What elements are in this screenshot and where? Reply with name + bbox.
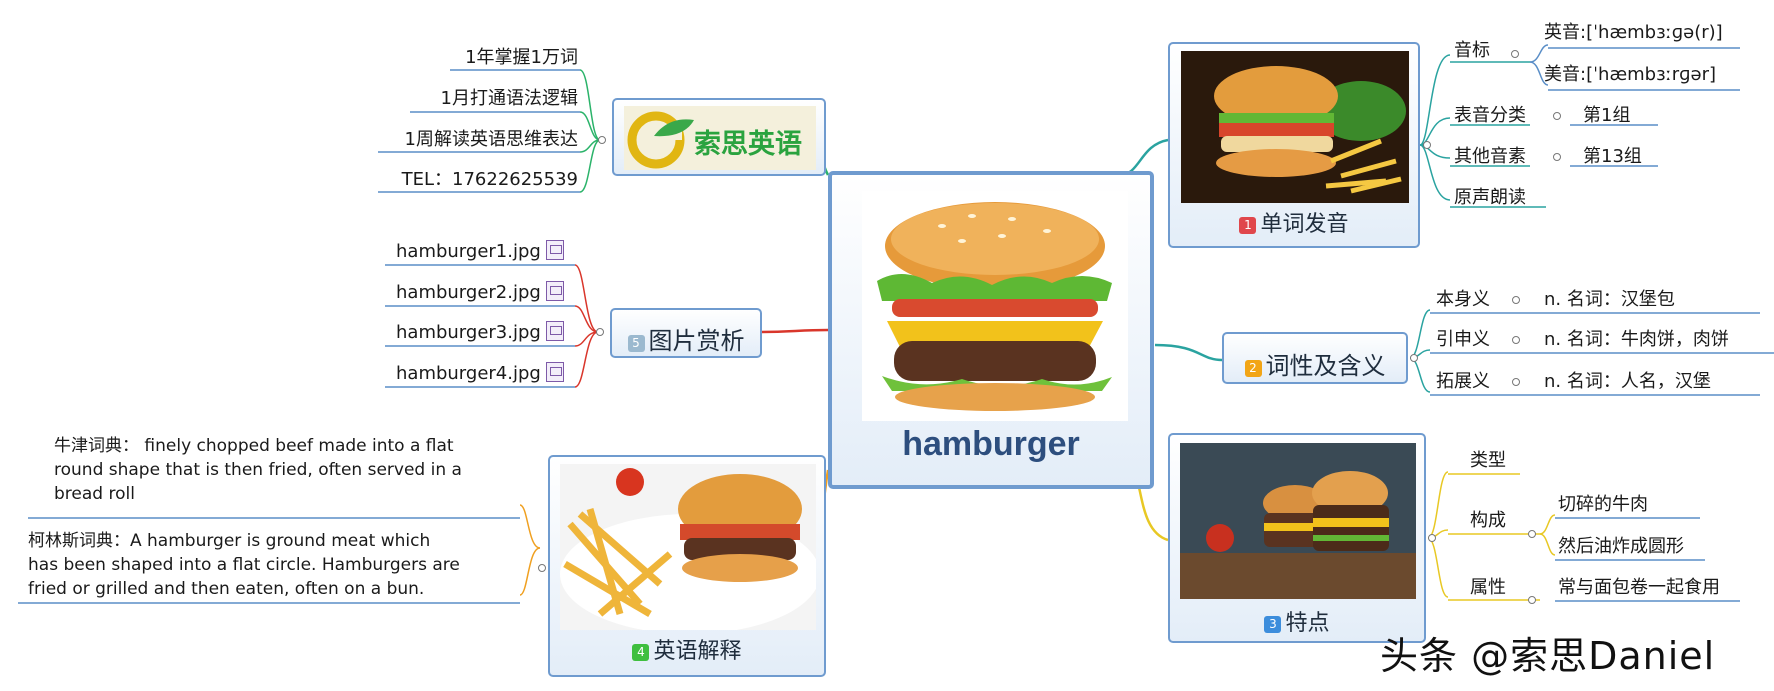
topic-label-features: 特点	[1285, 611, 1330, 636]
file-hamburger2[interactable]: hamburger2.jpg	[396, 281, 564, 304]
brand-logo-text: 索思英语	[694, 129, 802, 160]
ad-item-vocab[interactable]: 1年掌握1万词	[465, 47, 578, 68]
collapse-toggle[interactable]	[1428, 534, 1436, 542]
topic-label-pronunciation: 单词发音	[1260, 212, 1349, 237]
collapse-toggle[interactable]	[1511, 50, 1519, 58]
node-original-reading[interactable]: 原声朗读	[1454, 187, 1526, 208]
node-phonetic[interactable]: 音标	[1454, 40, 1490, 61]
node-composition[interactable]: 构成	[1470, 510, 1506, 531]
topic-label-meaning: 词性及含义	[1265, 352, 1386, 380]
node-group-13[interactable]: 第13组	[1583, 146, 1642, 167]
collapse-toggle[interactable]	[596, 328, 604, 336]
burger-fries-image	[1181, 51, 1409, 203]
node-phonetic-category[interactable]: 表音分类	[1454, 105, 1526, 126]
collapse-toggle[interactable]	[1553, 112, 1561, 120]
node-fried-round[interactable]: 然后油炸成圆形	[1558, 536, 1684, 557]
collapse-toggle[interactable]	[538, 564, 546, 572]
node-extended-meaning[interactable]: 引申义	[1436, 329, 1490, 350]
node-literal-value[interactable]: n. 名词：汉堡包	[1544, 289, 1675, 310]
collins-definition[interactable]: 柯林斯词典：A hamburger is ground meat which h…	[28, 531, 460, 599]
topic-number-badge: 2	[1244, 360, 1262, 377]
node-literal-meaning[interactable]: 本身义	[1436, 289, 1490, 310]
topic-label-english-explanation: 英语解释	[653, 639, 742, 664]
central-burger-image	[862, 191, 1128, 421]
collapse-toggle[interactable]	[1553, 153, 1561, 161]
node-served-with-roll[interactable]: 常与面包卷一起食用	[1558, 577, 1720, 598]
topic-number-badge: 4	[632, 644, 650, 661]
oxford-definition[interactable]: 牛津词典： finely chopped beef made into a fl…	[54, 436, 462, 504]
node-british-pronunciation[interactable]: 英音:[ˈhæmbɜːɡə(r)]	[1544, 22, 1723, 43]
collapse-toggle[interactable]	[1512, 336, 1520, 344]
node-chopped-beef[interactable]: 切碎的牛肉	[1558, 494, 1648, 515]
topic-number-badge: 3	[1264, 616, 1282, 633]
collapse-toggle[interactable]	[1512, 378, 1520, 386]
collapse-toggle[interactable]	[598, 136, 606, 144]
topic-number-badge: 1	[1239, 217, 1257, 234]
node-extended-value[interactable]: n. 名词：牛肉饼，肉饼	[1544, 329, 1729, 350]
ad-item-thinking[interactable]: 1周解读英语思维表达	[404, 129, 578, 150]
file-hamburger4[interactable]: hamburger4.jpg	[396, 362, 564, 385]
collapse-toggle[interactable]	[1528, 530, 1536, 538]
image-attachment-icon[interactable]	[545, 321, 564, 341]
central-topic-title: hamburger	[902, 425, 1080, 463]
logo-topic[interactable]: 索思英语	[612, 98, 826, 176]
brand-logo: 索思英语	[624, 106, 816, 170]
collapse-toggle[interactable]	[1528, 596, 1536, 604]
collapse-toggle[interactable]	[1423, 141, 1431, 149]
node-american-pronunciation[interactable]: 美音:[ˈhæmbɜːrɡər]	[1544, 64, 1717, 85]
file-hamburger3[interactable]: hamburger3.jpg	[396, 321, 564, 344]
node-group-1[interactable]: 第1组	[1583, 105, 1631, 126]
collapse-toggle[interactable]	[1410, 354, 1418, 362]
image-attachment-icon[interactable]	[545, 281, 564, 301]
node-expanded-value[interactable]: n. 名词：人名，汉堡	[1544, 371, 1711, 392]
double-burger-image	[1180, 443, 1416, 599]
topic-number-badge: 5	[627, 335, 645, 352]
collapse-toggle[interactable]	[1512, 296, 1520, 304]
file-hamburger1[interactable]: hamburger1.jpg	[396, 240, 564, 263]
image-attachment-icon[interactable]	[545, 240, 564, 260]
node-property[interactable]: 属性	[1470, 577, 1506, 598]
ad-item-phone[interactable]: TEL：17622625539	[401, 169, 578, 190]
node-expanded-meaning[interactable]: 拓展义	[1436, 371, 1490, 392]
image-attachment-icon[interactable]	[545, 362, 564, 382]
topic-label-pictures: 图片赏析	[648, 327, 745, 355]
central-topic[interactable]: hamburger	[828, 171, 1154, 489]
node-type[interactable]: 类型	[1470, 450, 1506, 471]
node-other-phonemes[interactable]: 其他音素	[1454, 146, 1526, 167]
ad-item-grammar[interactable]: 1月打通语法逻辑	[440, 88, 578, 109]
burger-fries-plate-image	[560, 464, 816, 630]
watermark: 头条 @索思Daniel	[1380, 634, 1716, 678]
